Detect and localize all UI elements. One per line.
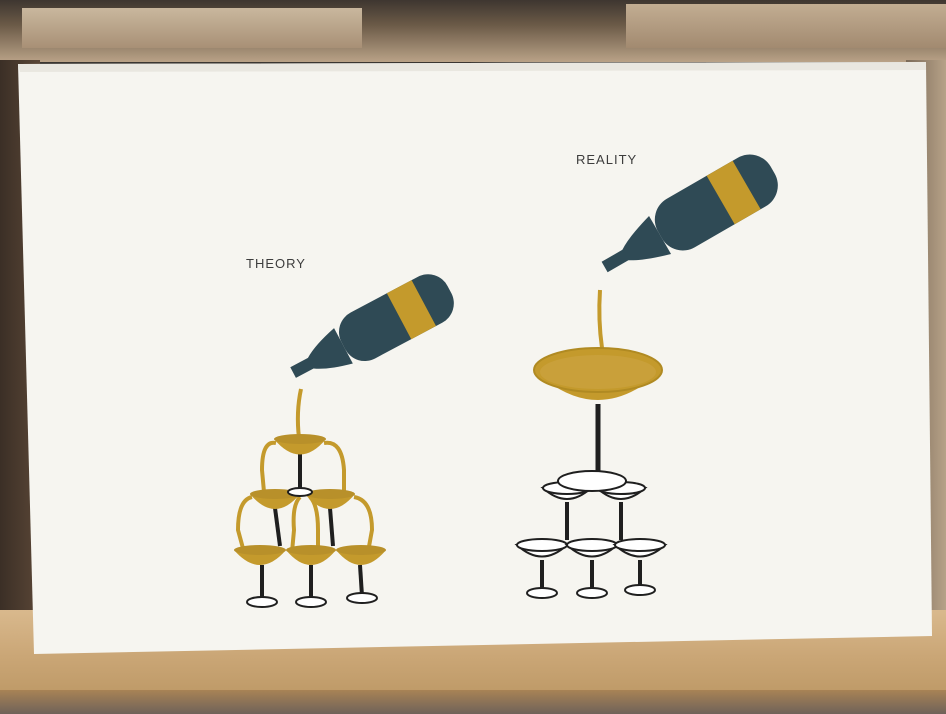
- theory-label: THEORY: [246, 256, 306, 271]
- reality-label: REALITY: [576, 152, 637, 167]
- card-background: [18, 62, 932, 654]
